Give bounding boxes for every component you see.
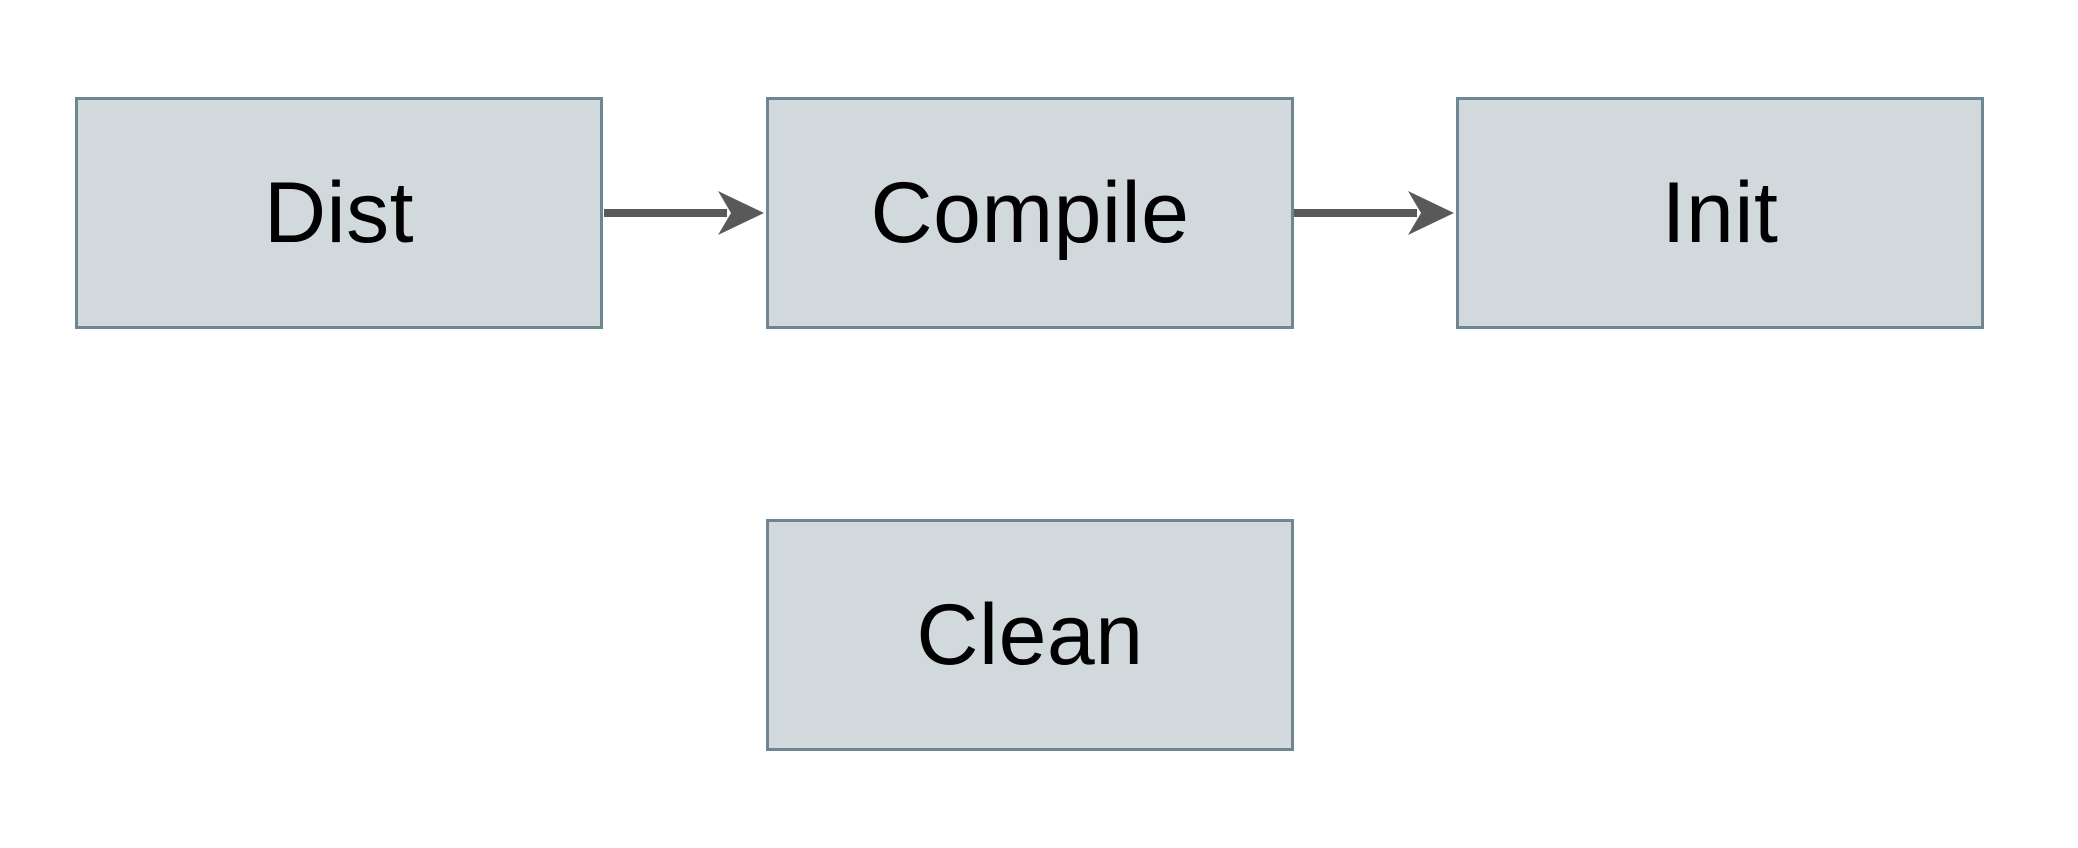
node-clean-label: Clean xyxy=(916,587,1144,683)
node-compile-label: Compile xyxy=(870,165,1190,261)
node-init-label: Init xyxy=(1661,165,1779,261)
node-compile[interactable]: Compile xyxy=(766,97,1294,329)
node-clean[interactable]: Clean xyxy=(766,519,1294,751)
node-init[interactable]: Init xyxy=(1456,97,1984,329)
arrow-compile-to-init[interactable] xyxy=(1294,191,1454,235)
node-dist-label: Dist xyxy=(263,165,415,261)
node-dist[interactable]: Dist xyxy=(75,97,603,329)
arrow-dist-to-compile[interactable] xyxy=(604,191,764,235)
